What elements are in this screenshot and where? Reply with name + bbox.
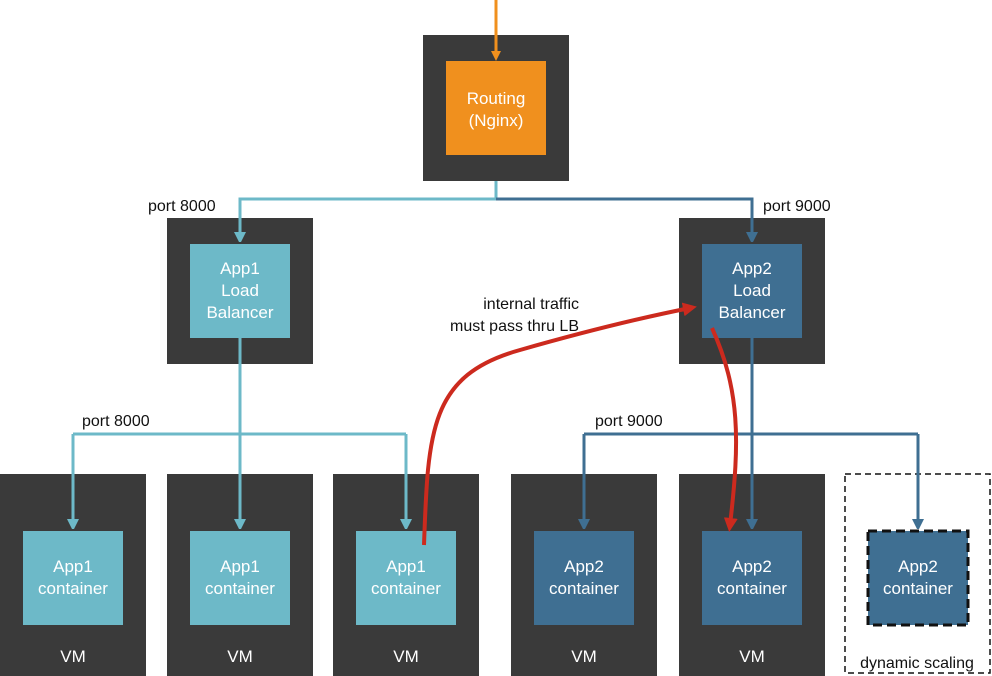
app1-container-1-line2: container <box>38 579 108 598</box>
app2-lb-label-line2: Load <box>733 281 771 300</box>
app2-container-2-line1: App2 <box>732 557 772 576</box>
internal-traffic-arrow-to-lb <box>422 302 697 546</box>
app1-container-2-line2: container <box>205 579 275 598</box>
app1-load-balancer-node: App1 Load Balancer <box>167 218 313 364</box>
app1-lb-label-line2: Load <box>221 281 259 300</box>
vm-label: VM <box>227 647 253 666</box>
routing-label-line1: Routing <box>467 89 526 108</box>
dynamic-scaling-label: dynamic scaling <box>860 655 974 672</box>
internal-traffic-arrow-to-container <box>710 327 739 532</box>
app1-lb-label-line3: Balancer <box>206 303 273 322</box>
app1-container-2-line1: App1 <box>220 557 260 576</box>
vm-label: VM <box>571 647 597 666</box>
app2-scaled-container-line2: container <box>883 579 953 598</box>
port-label-app1-containers: port 8000 <box>82 413 150 430</box>
routing-to-app1-lb-connector <box>240 181 498 238</box>
routing-node: Routing (Nginx) <box>423 35 569 181</box>
app1-lb-label-line1: App1 <box>220 259 260 278</box>
annotation-line1: internal traffic <box>483 296 579 313</box>
app1-container-1-line1: App1 <box>53 557 93 576</box>
app2-container-2-line2: container <box>717 579 787 598</box>
app2-container-1-line2: container <box>549 579 619 598</box>
app1-container-3-line1: App1 <box>386 557 426 576</box>
app2-container-1-line1: App2 <box>564 557 604 576</box>
app2-scaled-container-line1: App2 <box>898 557 938 576</box>
app2-lb-label-line3: Balancer <box>718 303 785 322</box>
vm-label: VM <box>60 647 86 666</box>
dynamic-scaling-group: App2 container dynamic scaling <box>844 473 991 674</box>
routing-label-line2: (Nginx) <box>469 111 524 130</box>
app2-load-balancer-node: App2 Load Balancer <box>679 218 825 364</box>
port-label-app2-containers: port 9000 <box>595 413 663 430</box>
routing-to-app2-lb-connector <box>496 197 752 238</box>
port-label-app1-lb: port 8000 <box>148 198 216 215</box>
annotation-line2: must pass thru LB <box>450 318 579 335</box>
app2-lb-label-line1: App2 <box>732 259 772 278</box>
vm-label: VM <box>393 647 419 666</box>
vm-label: VM <box>739 647 765 666</box>
app1-container-3-line2: container <box>371 579 441 598</box>
port-label-app2-lb: port 9000 <box>763 198 831 215</box>
